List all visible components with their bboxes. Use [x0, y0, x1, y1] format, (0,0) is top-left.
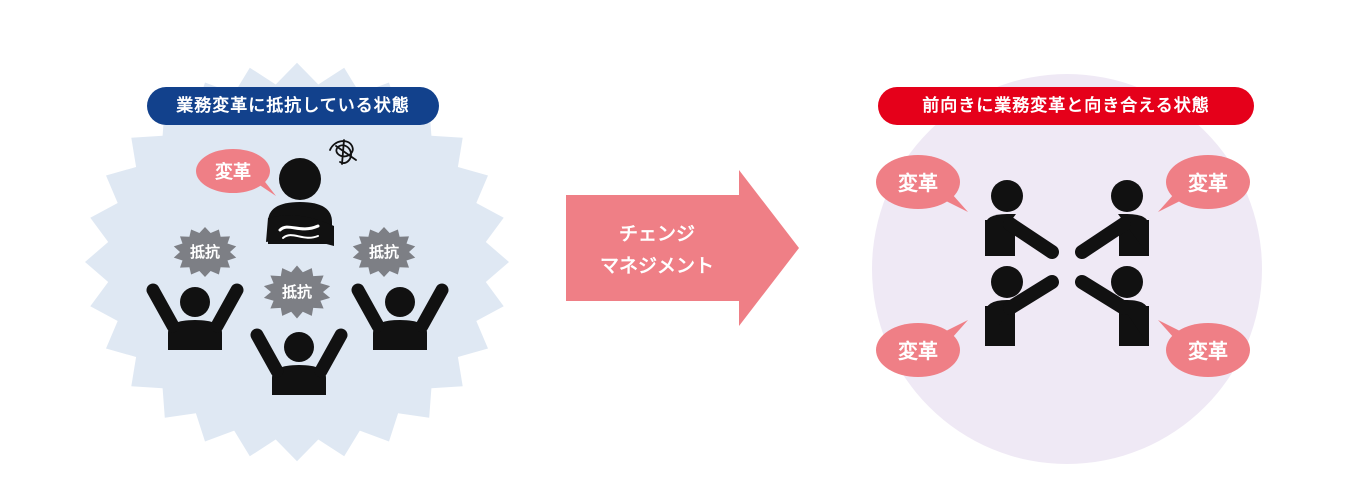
speech-label-left: 変革 — [215, 161, 251, 183]
protester-figure-left — [146, 283, 244, 350]
svg-text:抵抗: 抵抗 — [190, 243, 220, 261]
change-management-arrow: チェンジ マネジメント — [566, 170, 799, 326]
svg-text:抵抗: 抵抗 — [369, 243, 399, 261]
left-state-title: 業務変革に抵抗している状態 — [147, 87, 439, 125]
protester-figure-center — [250, 328, 348, 395]
discussion-figure-top-left — [985, 180, 1059, 259]
arrow-label-line2: マネジメント — [600, 255, 714, 277]
arrow-label-line1: チェンジ — [619, 223, 695, 245]
frustration-scribble-icon — [329, 139, 357, 165]
protester-figure-right — [351, 283, 449, 350]
discussion-figure-top-right — [1075, 180, 1149, 259]
resist-badge-right: 抵抗 — [352, 227, 416, 277]
svg-text:変革: 変革 — [898, 339, 938, 363]
right-state-title: 前向きに業務変革と向き合える状態 — [878, 87, 1254, 125]
resist-badge-center: 抵抗 — [263, 265, 331, 319]
positive-state-circle — [872, 74, 1262, 464]
discussion-figure-bottom-left — [985, 266, 1059, 346]
bubble-change-top-right: 変革 — [1158, 155, 1250, 212]
speech-bubble-change-left: 変革 — [196, 149, 276, 196]
discussion-figure-bottom-right — [1075, 266, 1149, 346]
bubble-change-top-left: 変革 — [876, 155, 968, 212]
bubble-change-bottom-left: 変革 — [876, 320, 968, 377]
bubble-change-bottom-right: 変革 — [1158, 320, 1250, 377]
arms-crossed-figure — [266, 158, 334, 246]
svg-text:変革: 変革 — [1188, 339, 1228, 363]
svg-text:変革: 変革 — [898, 171, 938, 195]
svg-text:変革: 変革 — [1188, 171, 1228, 195]
resist-badge-left: 抵抗 — [173, 227, 237, 277]
svg-text:抵抗: 抵抗 — [282, 283, 312, 301]
resistance-burst-background — [85, 62, 509, 462]
